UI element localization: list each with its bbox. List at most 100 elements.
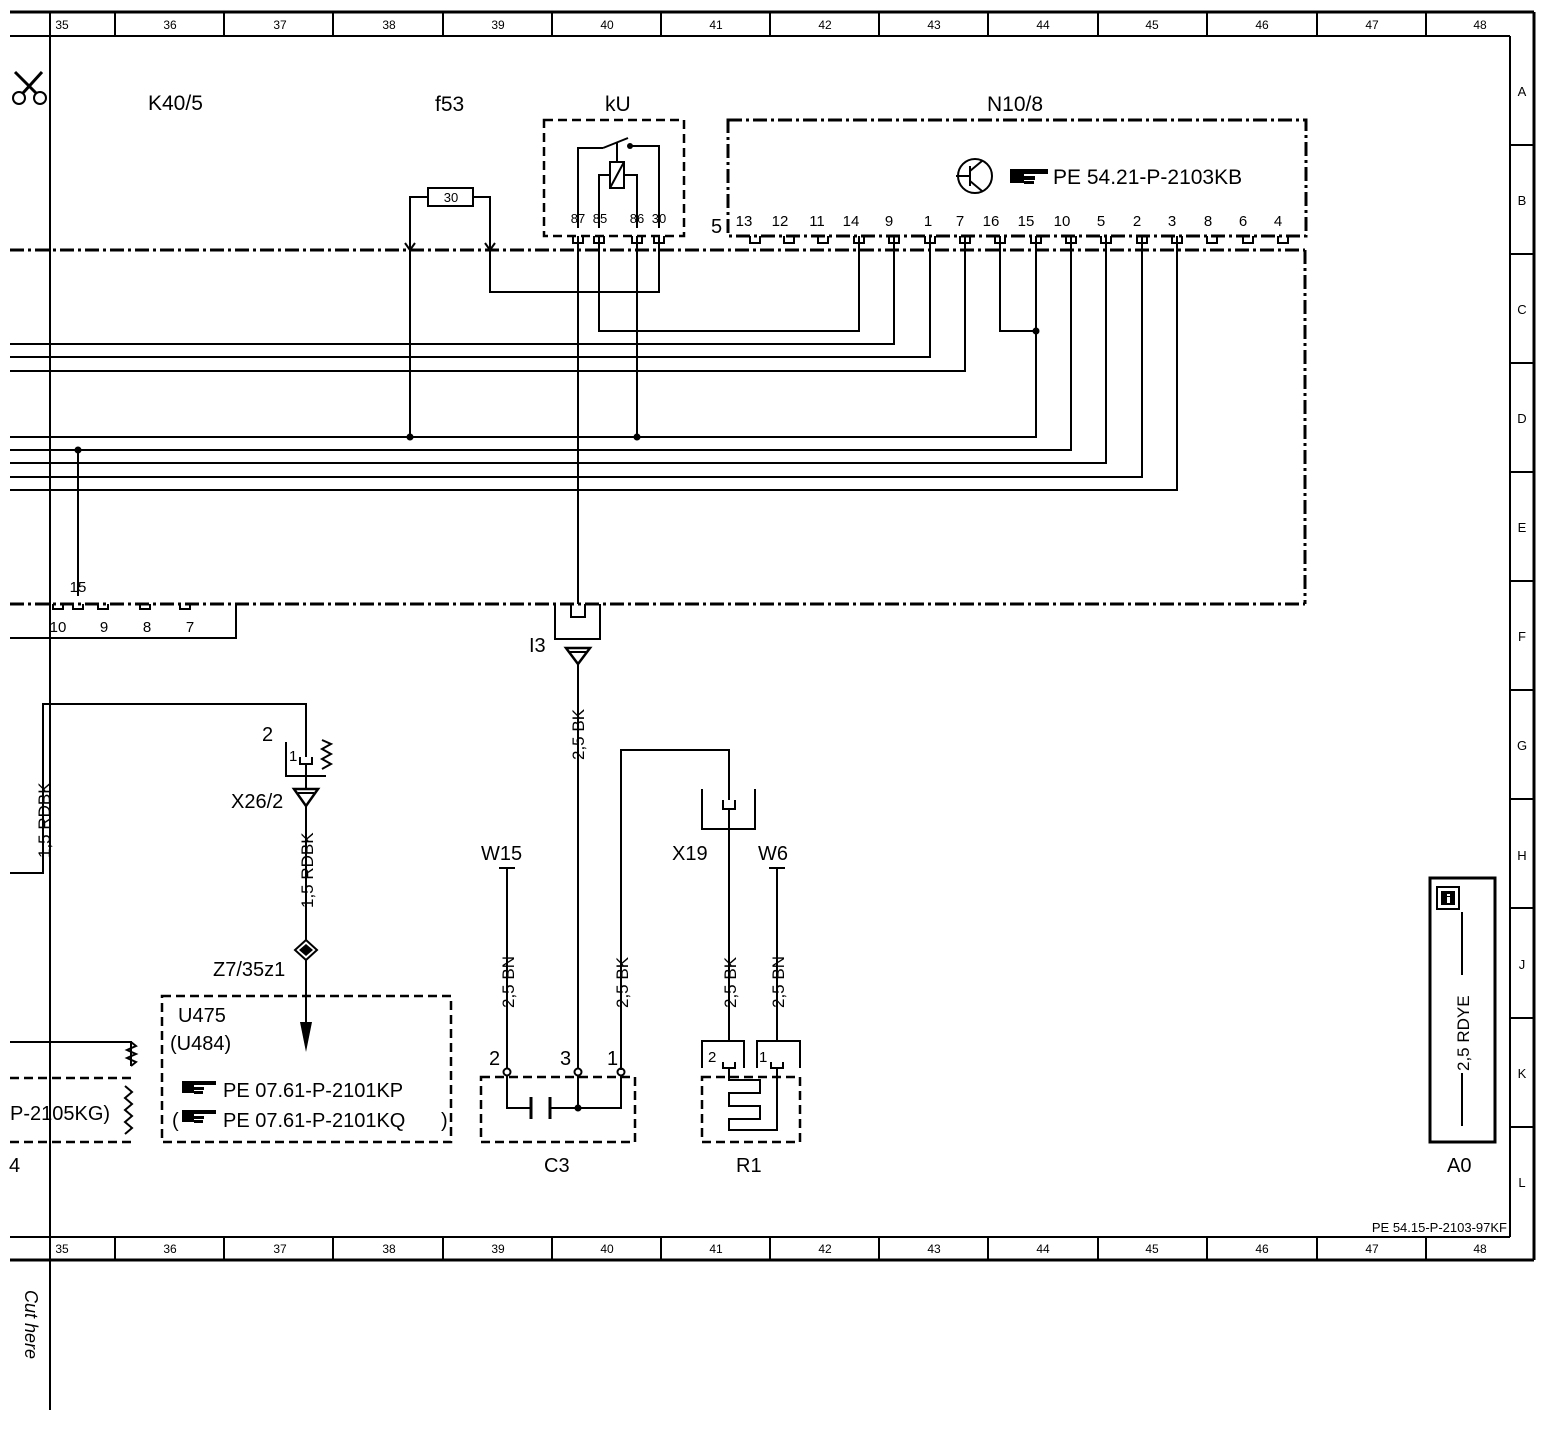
grid-col: 40: [600, 18, 614, 32]
grid-col: 42: [818, 18, 832, 32]
n10-8-pin-stub: [817, 236, 829, 244]
ground-icon: [554, 604, 601, 1070]
i3-label: I3: [529, 635, 546, 657]
grid-col: 38: [382, 18, 396, 32]
bottom-pin: 7: [186, 619, 194, 636]
wire-label: 1,5 RDBK: [35, 782, 54, 858]
grid-col: 35: [55, 18, 69, 32]
left-rdbk-wire: [10, 703, 307, 874]
n10-8-pin: 2: [1133, 213, 1141, 230]
grid-col: 45: [1145, 1242, 1159, 1256]
u484-label: (U484): [170, 1033, 231, 1055]
module-box: [10, 248, 1307, 606]
grid-col: 39: [491, 18, 505, 32]
ku-pin: 85: [593, 211, 607, 226]
c3-x19-wire: [620, 749, 730, 1070]
f53-label: f53: [435, 93, 464, 116]
k40-5-label: K40/5: [148, 92, 203, 115]
u475-ref: PE 07.61-P-2101KP: [223, 1080, 403, 1102]
grid-col: 37: [273, 1242, 287, 1256]
ku-label: kU: [605, 93, 631, 116]
splice-icon: [293, 938, 319, 1052]
grid-col: 45: [1145, 18, 1159, 32]
wire-label: 1,5 RDBK: [298, 832, 317, 908]
n10-8-pin: 13: [736, 213, 753, 230]
n10-8-pin: 11: [809, 213, 825, 230]
n10-8-pin-stub: [1206, 236, 1218, 244]
grid-col: 38: [382, 1242, 396, 1256]
w6-ground: [769, 867, 785, 1041]
n10-8-ref: PE 54.21-P-2103KB: [1053, 166, 1242, 189]
x26-2-connector: [285, 739, 334, 940]
x26-2-label: X26/2: [231, 791, 283, 813]
grid-col: 43: [927, 1242, 941, 1256]
c3-pin: 1: [607, 1048, 618, 1070]
n10-8-pin: 14: [843, 213, 860, 230]
n10-8-pin-stub: [1277, 236, 1289, 244]
n10-8-pin: 10: [1054, 213, 1071, 230]
n10-8-box: [726, 118, 1308, 238]
n10-8-pin: 1: [924, 213, 932, 230]
grid-col: 43: [927, 18, 941, 32]
u475-box: [160, 994, 453, 1144]
grid-row: B: [1518, 193, 1527, 208]
bottom-pin: 10: [50, 619, 67, 636]
w15-label: W15: [481, 843, 522, 865]
transistor-icon: [956, 158, 993, 194]
w6-label: W6: [758, 843, 788, 865]
w15-ground: [499, 867, 515, 1070]
n10-8-pin: 15: [1018, 213, 1035, 230]
internal-wiring: [10, 236, 1178, 604]
n10-8-pin: 8: [1204, 213, 1212, 230]
u475-label: U475: [178, 1005, 226, 1027]
wire-label: 2,5 BN: [499, 956, 518, 1008]
n10-8-pin: 4: [1274, 213, 1282, 230]
grid-col: 44: [1036, 1242, 1050, 1256]
n10-8-pin: 7: [956, 213, 964, 230]
u484-ref-open: (: [172, 1110, 179, 1132]
bottom-pin: 9: [100, 619, 108, 636]
grid-col: 37: [273, 18, 287, 32]
u484-ref-close: ): [441, 1110, 448, 1132]
grid-col: 42: [818, 1242, 832, 1256]
grid-row: D: [1517, 411, 1526, 426]
a0-label: A0: [1447, 1155, 1471, 1177]
grid-col: 41: [709, 1242, 723, 1256]
n10-8-pin: 5: [1097, 213, 1105, 230]
c3-pin: 3: [560, 1048, 571, 1070]
f53-value: 30: [444, 190, 458, 205]
n10-8-pin: 6: [1239, 213, 1247, 230]
grid-col: 36: [163, 18, 177, 32]
grid-frame: [10, 10, 1536, 1410]
n10-8-pin-prefix: 5: [711, 216, 722, 238]
relay-icon: [542, 118, 686, 238]
grid-col: 36: [163, 1242, 177, 1256]
info-icon: [1436, 886, 1460, 910]
grid-row: G: [1517, 738, 1527, 753]
x19-connector: [701, 789, 756, 1041]
grid-row: C: [1517, 302, 1526, 317]
n10-8-label: N10/8: [987, 93, 1043, 116]
grid-col: 44: [1036, 18, 1050, 32]
grid-row: K: [1518, 1066, 1527, 1081]
n10-8-pin: 9: [885, 213, 893, 230]
n10-8-pin-stub: [1242, 236, 1254, 244]
grid-col: 48: [1473, 18, 1487, 32]
grid-col: 48: [1473, 1242, 1487, 1256]
grid-row: J: [1519, 957, 1526, 972]
left-partial-box: [10, 1041, 139, 1144]
grid-col: 46: [1255, 1242, 1269, 1256]
ku-pin: 30: [652, 211, 666, 226]
bottom-pin: 8: [143, 619, 151, 636]
doc-reference: PE 54.15-P-2103-97KF: [1372, 1220, 1507, 1235]
wire-label: 2,5 BK: [613, 956, 632, 1008]
heater-icon: [700, 1040, 802, 1144]
pointing-hand-icon: [1010, 169, 1048, 184]
bottom-pin: 15: [70, 579, 87, 596]
x26-2-pin: 1: [289, 748, 297, 765]
capacitor-icon: [479, 1067, 637, 1144]
r1-pin: 1: [759, 1049, 767, 1066]
bottom-connector: [10, 604, 237, 639]
grid-row: E: [1518, 520, 1527, 535]
